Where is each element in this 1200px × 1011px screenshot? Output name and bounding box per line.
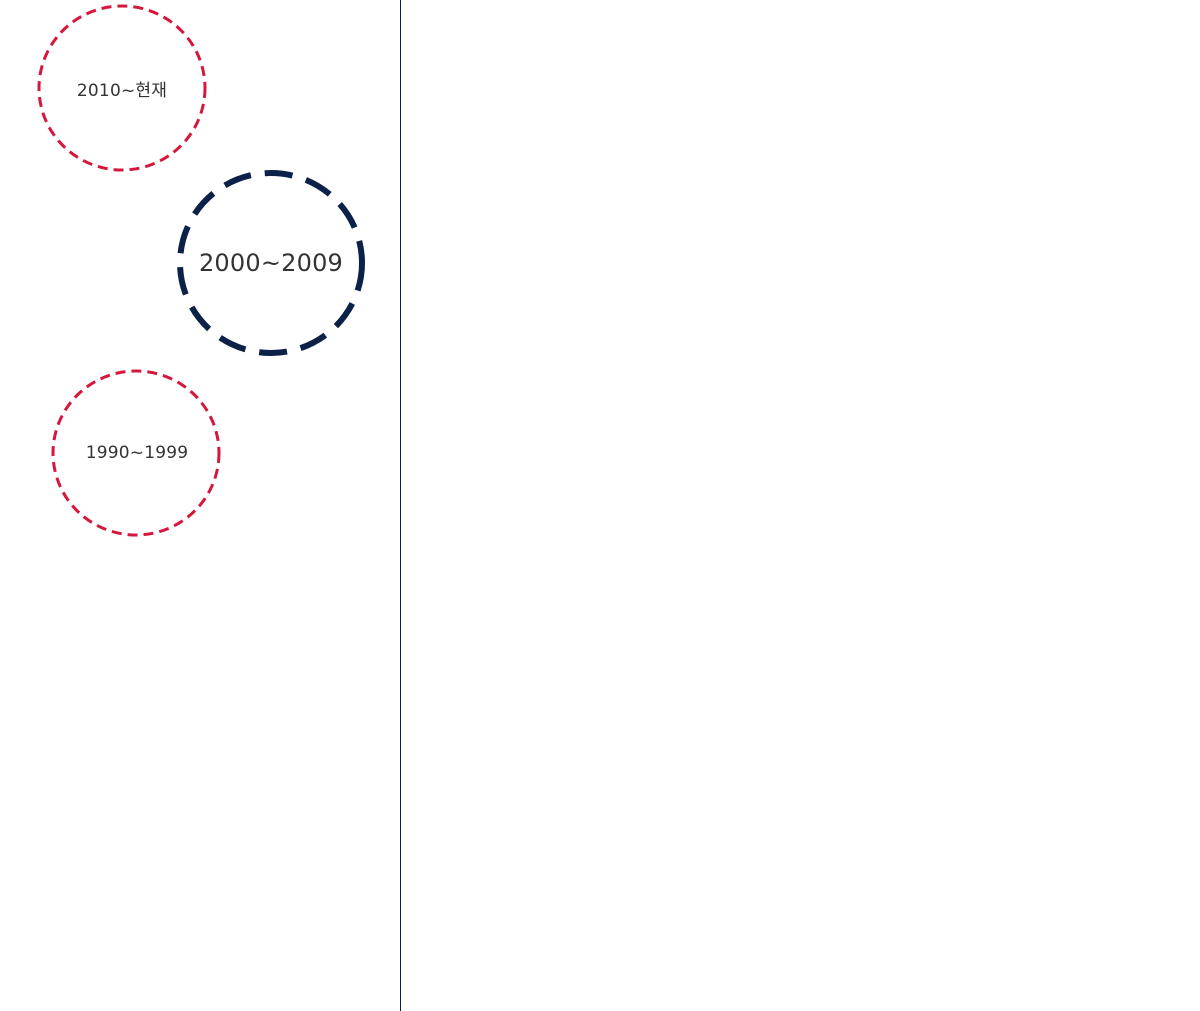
dashed-circle-2010	[37, 4, 207, 172]
era-tab-1990-1999[interactable]: 1990~1999	[51, 369, 222, 537]
era-content-panel	[401, 0, 1200, 1011]
era-label-2000-2009: 2000~2009	[198, 249, 344, 277]
vertical-divider	[400, 0, 401, 1011]
era-label-2010-present: 2010~현재	[76, 80, 168, 101]
dashed-circle-1990	[51, 369, 221, 537]
dashed-circle-2000	[177, 170, 365, 356]
era-tab-2000-2009[interactable]: 2000~2009	[176, 169, 366, 357]
era-tab-2010-present[interactable]: 2010~현재	[37, 4, 207, 172]
era-label-1990-1999: 1990~1999	[85, 443, 189, 463]
